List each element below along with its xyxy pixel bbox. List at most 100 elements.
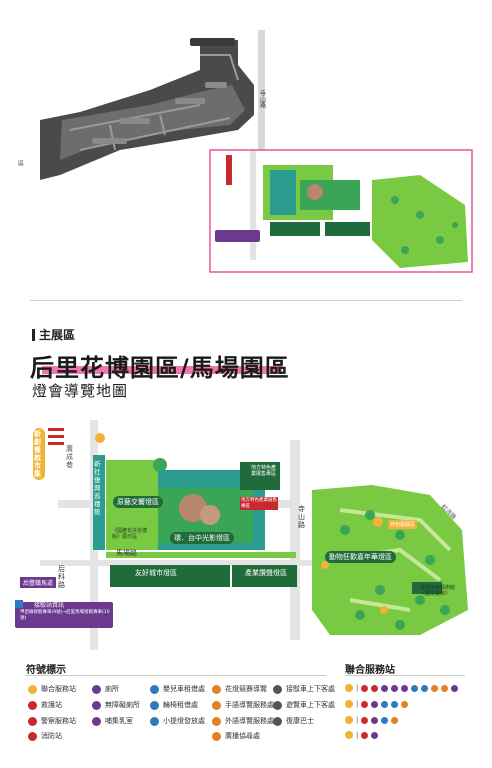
legend-symbol-icon — [28, 684, 37, 694]
legend-label: 花燈競賽導覽 — [225, 685, 267, 693]
station-number-icon — [345, 684, 353, 692]
separator: | — [356, 684, 359, 692]
legend-label: 接駁車上下客處 — [286, 685, 335, 693]
legend-item: 花燈競賽導覽 — [212, 684, 267, 694]
label-local-sales: 地方特色產業展售專區 — [240, 497, 278, 510]
service-icon — [431, 684, 439, 692]
legend-item: 手語導覽服務處 — [212, 700, 274, 710]
legend-item: 消防站 — [28, 731, 62, 741]
legend-symbol-icon — [150, 700, 159, 710]
service-icon — [421, 684, 429, 692]
section-label: 主展區 — [39, 328, 76, 342]
label-gate: 后豐鐵馬道 — [20, 577, 57, 588]
legend-item: 聯合服務站 — [28, 684, 76, 694]
legend-label: 警察服務站 — [41, 717, 76, 725]
stations-underline — [345, 675, 465, 676]
legend-item: 小提燈發放處 — [150, 716, 205, 726]
service-icon — [401, 700, 409, 708]
legend-label: 外語導覽服務處 — [225, 717, 274, 725]
shuttle-text: 甲后線接駁專車(9號)→后里馬場接駁專車(10號) — [20, 610, 110, 621]
divider — [30, 300, 462, 301]
legend-title: 符號標示 — [26, 665, 66, 676]
label-taichung-light: 環．台中光影燈區 — [170, 532, 234, 544]
legend-label: 輪椅租借處 — [163, 701, 198, 709]
legend-item: 警察服務站 — [28, 716, 76, 726]
legend-label: 復康巴士 — [286, 717, 314, 725]
service-icon — [381, 684, 389, 692]
page-title: 后里花博園區/馬場園區 — [30, 354, 290, 382]
service-icon — [391, 716, 399, 724]
service-icon — [441, 684, 449, 692]
legend-item: 廁所 — [92, 684, 119, 694]
legend-item: 復康巴士 — [273, 716, 314, 726]
legend-label: 手語導覽服務處 — [225, 701, 274, 709]
zone-friendly-city — [110, 565, 230, 587]
legend-label: 廁所 — [105, 685, 119, 693]
legend-symbol-icon — [212, 731, 221, 741]
legend-label: 哺集乳室 — [105, 717, 133, 725]
legend-label: 小提燈發放處 — [163, 717, 205, 725]
road-houke: 后科路 — [58, 565, 65, 589]
shuttle-title: 接駁站資訊 — [34, 602, 65, 609]
service-icon — [411, 684, 419, 692]
stations-title: 聯合服務站 — [345, 665, 395, 676]
market-stripes — [48, 428, 64, 445]
station-row: | — [345, 731, 379, 739]
service-icon — [361, 700, 369, 708]
separator: | — [356, 716, 359, 724]
service-icon — [371, 700, 379, 708]
road-macheng: 馬場路 — [116, 549, 137, 557]
detail-highlight-frame — [209, 149, 473, 273]
service-icon — [451, 684, 459, 692]
legend-item: 接駁車上下客處 — [273, 684, 335, 694]
service-icon — [391, 700, 399, 708]
separator: | — [356, 700, 359, 708]
legend-item: 哺集乳室 — [92, 716, 133, 726]
label-market: 新創餐飲市集 — [33, 428, 45, 480]
svg-text:寺山路: 寺山路 — [259, 89, 266, 109]
legend-symbol-icon — [28, 731, 37, 741]
road-sishan: 寺山路 — [298, 505, 305, 529]
station-number-icon — [345, 716, 353, 724]
legend-symbol-icon — [212, 716, 221, 726]
shuttle-info-box — [15, 602, 113, 628]
legend-label: 廣播協尋處 — [225, 732, 260, 740]
label-friendly-city: 友好城市燈區 — [135, 569, 177, 577]
legend-label: 救護站 — [41, 701, 62, 709]
legend-symbol-icon — [212, 700, 221, 710]
legend-symbol-icon — [92, 716, 101, 726]
legend-symbol-icon — [92, 684, 101, 694]
legend-symbol-icon — [212, 684, 221, 694]
legend-item: 廣播協尋處 — [212, 731, 260, 741]
legend-symbol-icon — [28, 716, 37, 726]
page-subtitle: 燈會導覽地圖 — [32, 382, 129, 400]
legend-item: 遊覽車上下客處 — [273, 700, 335, 710]
station-row: | — [345, 684, 459, 692]
legend-symbol-icon — [273, 700, 282, 710]
station-number-icon — [345, 700, 353, 708]
legend-symbol-icon — [273, 716, 282, 726]
section-bar — [32, 328, 35, 341]
legend-item: 嬰兒車租借處 — [150, 684, 205, 694]
service-icon — [371, 731, 379, 739]
legend-item: 輪椅租借處 — [150, 700, 198, 710]
legend-label: 嬰兒車租借處 — [163, 685, 205, 693]
label-animal-fest: 動物狂歡嘉年華燈區 — [325, 551, 396, 563]
service-icon — [391, 684, 399, 692]
label-craft: 原藝交響燈區 — [113, 496, 163, 508]
service-icon — [401, 684, 409, 692]
label-local-specialty: 地方特色產業展售專區 — [251, 465, 277, 477]
section-header: 主展區 — [32, 326, 75, 343]
legend-symbol-icon — [273, 684, 282, 694]
label-industry: 產業讚聲燈區 — [245, 569, 287, 577]
legend-symbol-icon — [92, 700, 101, 710]
label-xinshe: 新社復興巡禮館 — [94, 460, 101, 516]
legend-underline — [26, 675, 326, 676]
service-icon — [381, 700, 389, 708]
label-special-zone: 特色藝展區 — [388, 520, 418, 529]
label-joint-station: 奧地特色藝術館《國境藝術》 — [420, 585, 456, 597]
legend-item: 無障礙廁所 — [92, 700, 140, 710]
legend-label: 遊覽車上下客處 — [286, 701, 335, 709]
service-icon — [361, 684, 369, 692]
